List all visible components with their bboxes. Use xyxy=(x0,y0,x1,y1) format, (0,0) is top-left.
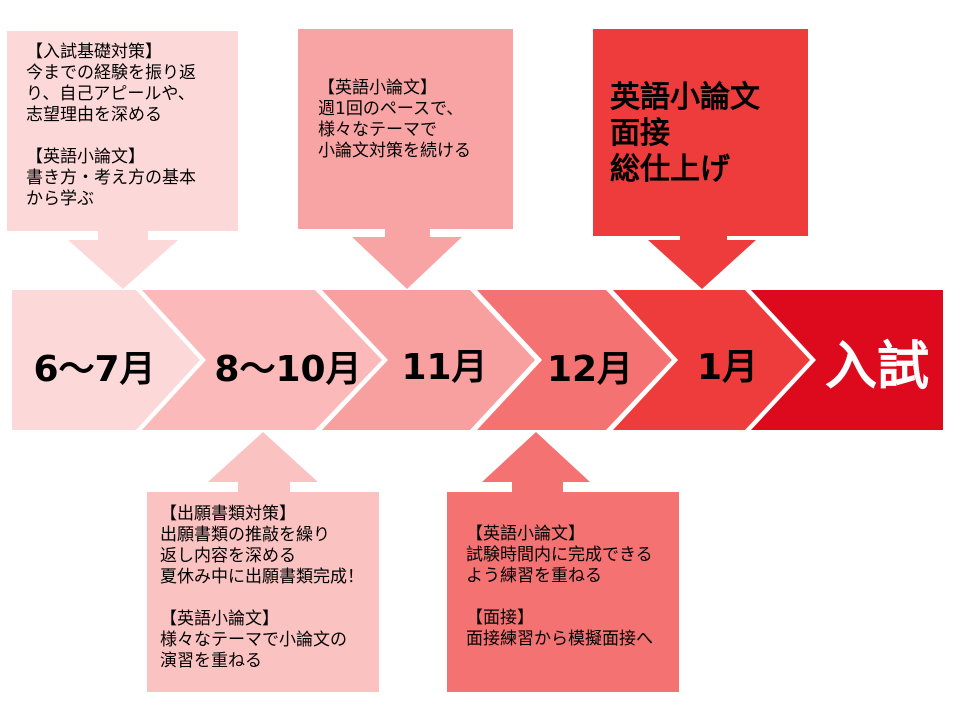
chevron-nov xyxy=(322,290,535,430)
phase-label-jan: 1月 xyxy=(696,347,759,388)
callout-aug-oct-text: 【出願書類対策】 出願書類の推敲を繰り 返し内容を深める 夏休み中に出願書類完成… xyxy=(160,504,364,671)
callout-jan-text: 英語小論文 面接 総仕上げ xyxy=(610,80,760,187)
callout-dec-text: 【英語小論文】 試験時間内に完成できる よう練習を重ねる 【面接】 面接練習から… xyxy=(466,524,653,649)
chevron-exam xyxy=(751,290,943,430)
callout-dec-shape xyxy=(447,432,679,692)
phase-label-aug-oct: 8～10月 xyxy=(214,349,362,390)
callout-jun-jul-text: 【入試基礎対策】 今までの経験を振り返 り、自己アピールや、 志望理由を深める … xyxy=(26,42,196,209)
callout-nov-text: 【英語小論文】 週1回のペースで、 様々なテーマで 小論文対策を続ける xyxy=(318,78,471,161)
phase-label-exam: 入試 xyxy=(824,337,929,397)
callout-jan-shape xyxy=(593,29,808,289)
callout-jun-jul-shape xyxy=(7,31,238,289)
callout-aug-oct-shape xyxy=(147,432,379,692)
chevron-aug-oct xyxy=(142,290,382,430)
callout-nov-shape xyxy=(298,29,513,289)
phase-label-jun-jul: 6～7月 xyxy=(33,349,156,390)
phase-label-nov: 11月 xyxy=(401,347,488,388)
chevron-jan xyxy=(613,290,810,430)
chevron-dec xyxy=(477,290,672,430)
chevron-jun-jul xyxy=(12,290,200,430)
phase-label-dec: 12月 xyxy=(546,349,634,390)
